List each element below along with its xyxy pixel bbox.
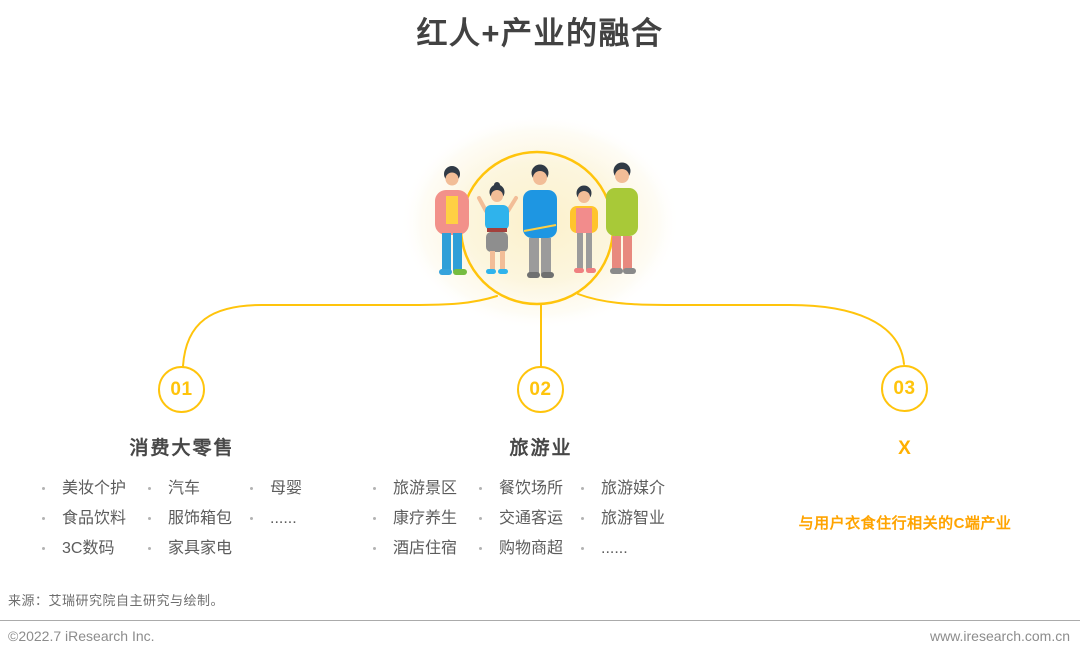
source-note: 来源：艾瑞研究院自主研究与绘制。: [8, 593, 225, 608]
item-bullet: [42, 487, 45, 490]
list-item: 旅游媒介: [581, 480, 721, 497]
item-label: 家具家电: [168, 540, 233, 557]
list-item: 汽车: [148, 480, 250, 497]
item-bullet: [479, 487, 482, 490]
item-label: 旅游媒介: [601, 480, 666, 497]
person-1: [435, 166, 469, 275]
branch-02-items: 旅游景区 餐饮场所 旅游媒介 康疗养生 交通客运 旅游智业 酒店住宿 购物商超 …: [361, 480, 721, 557]
list-item: ......: [581, 540, 721, 557]
branch-01-badge: 01: [158, 366, 205, 413]
list-item: 旅游景区: [373, 480, 479, 497]
item-label: ......: [270, 510, 297, 527]
branch-02-section: 旅游业 旅游景区 餐饮场所 旅游媒介 康疗养生 交通客运 旅游智业 酒店住宿 购…: [361, 437, 721, 557]
item-bullet: [581, 517, 584, 520]
branch-01-section: 消费大零售 美妆个护 汽车 母婴 食品饮料 服饰箱包 ...... 3C数码 家…: [30, 437, 334, 557]
list-item-empty: [250, 540, 334, 557]
item-label: 美妆个护: [62, 480, 127, 497]
item-label: 汽车: [168, 480, 201, 497]
branch-01-items: 美妆个护 汽车 母婴 食品饮料 服饰箱包 ...... 3C数码 家具家电: [30, 480, 334, 557]
item-label: 旅游智业: [601, 510, 666, 527]
footer-divider: [0, 620, 1080, 621]
branch-03-badge: 03: [881, 365, 928, 412]
person-4: [570, 185, 598, 273]
branch-01-heading: 消费大零售: [129, 438, 235, 459]
item-label: 旅游景区: [393, 480, 458, 497]
branch-03-section: X 与用户衣食住行相关的C端产业: [755, 437, 1055, 533]
list-item: 交通客运: [479, 510, 581, 527]
item-bullet: [373, 487, 376, 490]
item-label: 购物商超: [499, 540, 564, 557]
branch-02-heading: 旅游业: [509, 438, 573, 459]
item-label: 3C数码: [62, 540, 115, 557]
item-label: 食品饮料: [62, 510, 127, 527]
item-label: 餐饮场所: [499, 480, 564, 497]
list-item: 酒店住宿: [373, 540, 479, 557]
list-item: 餐饮场所: [479, 480, 581, 497]
item-bullet: [373, 547, 376, 550]
item-bullet: [148, 487, 151, 490]
item-bullet: [581, 487, 584, 490]
item-bullet: [148, 547, 151, 550]
list-item: 服饰箱包: [148, 510, 250, 527]
item-label: 母婴: [270, 480, 303, 497]
people-illustration: [435, 162, 638, 278]
list-item: 购物商超: [479, 540, 581, 557]
item-bullet: [42, 547, 45, 550]
person-2: [477, 182, 518, 274]
branch-03-description: 与用户衣食住行相关的C端产业: [798, 515, 1012, 532]
person-5: [606, 162, 638, 274]
item-bullet: [148, 517, 151, 520]
branch-line-right: [577, 293, 905, 365]
item-label: 康疗养生: [393, 510, 458, 527]
list-item: 3C数码: [42, 540, 148, 557]
item-bullet: [373, 517, 376, 520]
list-item: 家具家电: [148, 540, 250, 557]
person-3: [523, 164, 557, 278]
item-label: ......: [601, 540, 628, 557]
page-title: 红人+产业的融合: [416, 16, 664, 51]
branch-line-left: [182, 295, 498, 367]
item-label: 服饰箱包: [168, 510, 233, 527]
footer-copyright: ©2022.7 iResearch Inc.: [8, 628, 155, 644]
list-item: ......: [250, 510, 334, 527]
list-item: 母婴: [250, 480, 334, 497]
branch-03-heading: X: [898, 438, 912, 459]
item-bullet: [42, 517, 45, 520]
item-bullet: [479, 517, 482, 520]
list-item: 食品饮料: [42, 510, 148, 527]
item-label: 交通客运: [499, 510, 564, 527]
item-bullet: [250, 517, 253, 520]
footer-website: www.iresearch.com.cn: [929, 628, 1070, 644]
list-item: 美妆个护: [42, 480, 148, 497]
item-label: 酒店住宿: [393, 540, 458, 557]
branch-02-badge: 02: [517, 366, 564, 413]
list-item: 旅游智业: [581, 510, 721, 527]
item-bullet: [581, 547, 584, 550]
item-bullet: [479, 547, 482, 550]
item-bullet: [250, 487, 253, 490]
list-item: 康疗养生: [373, 510, 479, 527]
